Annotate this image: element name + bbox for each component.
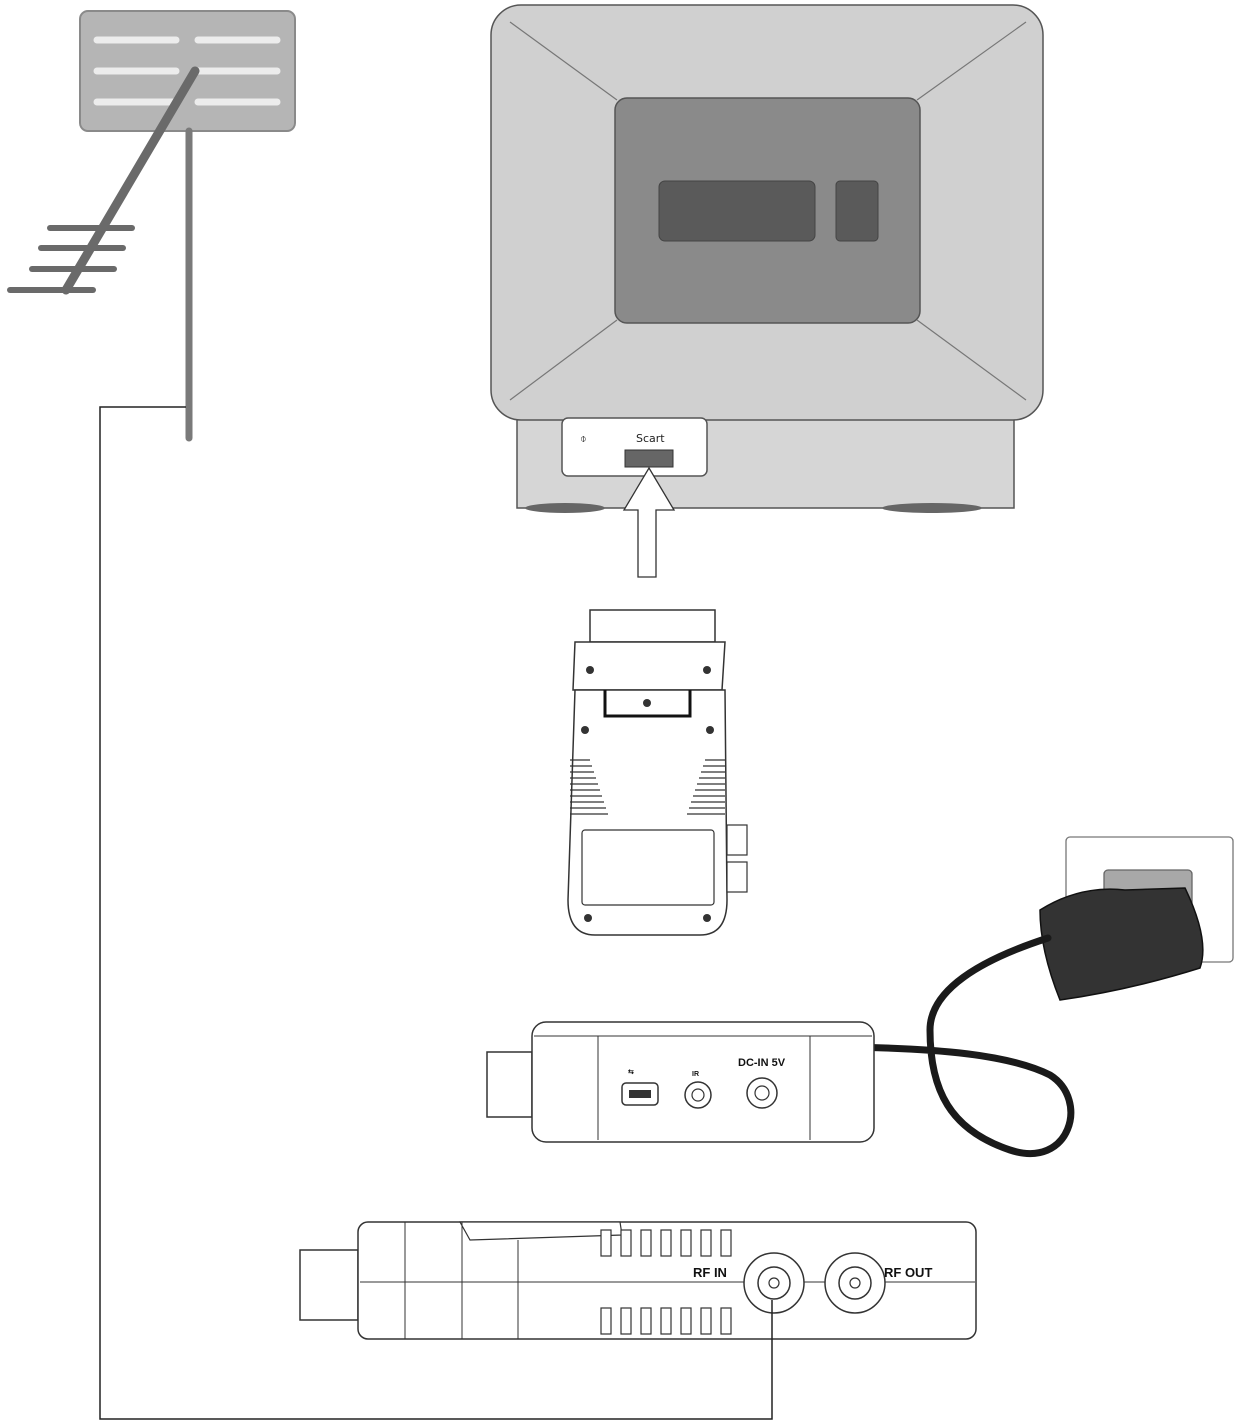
scart-plug xyxy=(589,609,716,643)
antenna-arm xyxy=(61,66,200,295)
receiver-top-vents xyxy=(570,759,725,815)
rf-tuner: RF IN RF OUT xyxy=(299,1221,977,1340)
receiver-top-screws xyxy=(581,666,714,922)
rf-in-label: RF IN xyxy=(693,1265,727,1280)
tv-screen-window-large xyxy=(658,180,816,242)
scart-receiver-side: ⇆ IR DC-IN 5V xyxy=(486,1021,875,1143)
ir-port-inner xyxy=(691,1088,705,1102)
tuner-plug xyxy=(299,1249,359,1321)
rf-out-label: RF OUT xyxy=(884,1265,932,1280)
tv-foot-left xyxy=(525,503,605,513)
tuner-body xyxy=(357,1221,977,1340)
receiver-side-body xyxy=(531,1021,875,1143)
receiver-top-side-port-2 xyxy=(726,861,748,893)
ir-label: IR xyxy=(692,1071,699,1078)
power-icon: ⌽ xyxy=(580,432,587,445)
rf-out-port-pin xyxy=(849,1277,861,1289)
antenna-cable xyxy=(99,406,773,1420)
insert-arrow xyxy=(622,466,676,578)
antenna-panel-slots xyxy=(93,36,281,106)
antenna-elements xyxy=(7,225,135,293)
tuner-vents xyxy=(600,1229,732,1335)
rf-in-port-pin xyxy=(768,1277,780,1289)
dc-in-port-inner xyxy=(754,1085,770,1101)
scart-plug-flange xyxy=(572,641,726,691)
receiver-top-label-area xyxy=(581,829,715,906)
tv-foot-right xyxy=(882,503,982,513)
antenna xyxy=(7,10,296,442)
dc-in-label: DC-IN 5V xyxy=(738,1057,786,1069)
scart-receiver-top xyxy=(567,609,748,936)
tv-bezel-lines xyxy=(509,21,1027,401)
television: ⌽ Scart xyxy=(490,4,1044,578)
tv-scart-label: Scart xyxy=(636,432,665,445)
tv-screen-window-small xyxy=(835,180,879,242)
usb-icon: ⇆ xyxy=(628,1068,634,1076)
receiver-top-notch xyxy=(603,690,692,718)
receiver-side-plug xyxy=(486,1051,533,1118)
power-cable xyxy=(808,934,1075,1157)
power-adapter xyxy=(1039,887,1204,1001)
tv-scart-port[interactable] xyxy=(624,449,674,468)
usb-port-inner xyxy=(629,1090,651,1098)
power-supply xyxy=(789,836,1234,1157)
receiver-top-side-port-1 xyxy=(726,824,748,856)
